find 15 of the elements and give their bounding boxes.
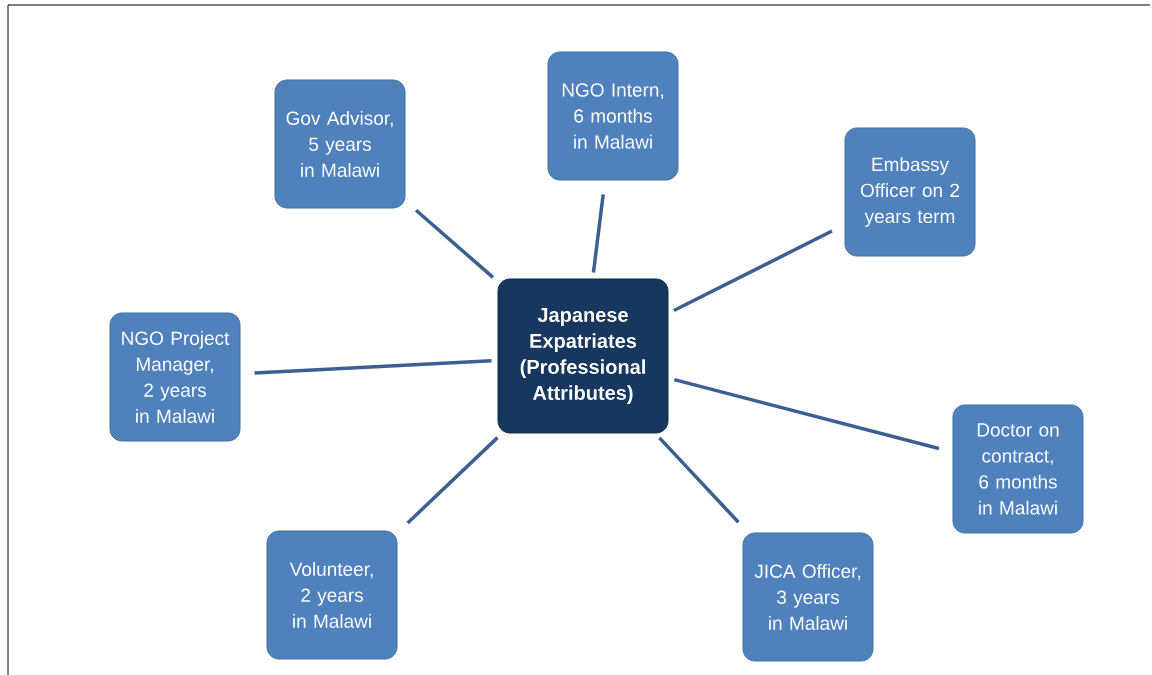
connector-line — [673, 229, 833, 313]
role-box: NGO Intern, 6 months in Malawi — [547, 51, 679, 181]
connector-line — [414, 208, 495, 279]
connector-line — [406, 436, 499, 525]
role-box: Volunteer, 2 years in Malawi — [266, 530, 398, 660]
connector-line — [673, 378, 940, 451]
role-box: JICA Officer, 3 years in Malawi — [742, 532, 874, 662]
connector-line — [254, 358, 492, 375]
role-box: Doctor on contract, 6 months in Malawi — [952, 404, 1084, 534]
role-box: NGO Project Manager, 2 years in Malawi — [109, 312, 241, 442]
role-box: Embassy Officer on 2 years term — [844, 127, 976, 257]
role-box: Gov Advisor, 5 years in Malawi — [274, 79, 406, 209]
connector-line — [658, 436, 740, 524]
central-box: Japanese Expatriates (Professional Attributes) — [497, 278, 669, 434]
connector-line — [591, 194, 605, 273]
